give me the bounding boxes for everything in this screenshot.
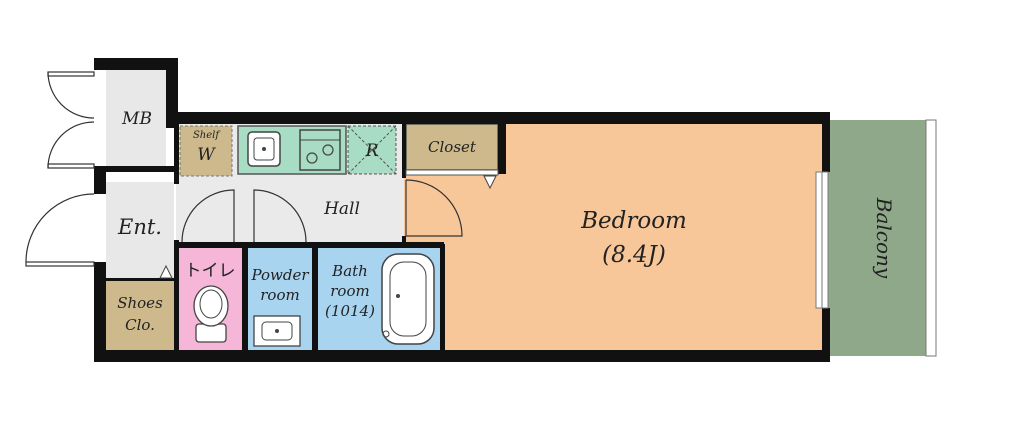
toilet-label: トイレ [185,261,236,281]
hall-label: Hall [323,199,360,219]
shelf-area [179,125,233,177]
closet-door-strip [405,169,499,176]
walls [94,58,830,362]
stove-burner-a [306,152,318,164]
shoes-closet-label: Shoes [117,294,163,312]
stove-icon [299,129,341,171]
closet-label: Closet [428,138,477,156]
shoes-closet-label-2: Clo. [125,316,155,334]
bathroom-size-label: (1014) [325,302,375,320]
bathroom-label: Bath [331,262,368,280]
toilet-tank-icon [195,323,227,343]
refrigerator-label: R [365,141,379,161]
balcony-area [828,120,926,356]
stove-burner-b [322,144,334,156]
bathtub-drain [396,294,400,298]
shelf-label-main: W [197,145,216,165]
shower-head-icon [382,330,390,338]
refrigerator-cross-a [347,125,397,175]
balcony-rail [925,119,937,357]
washbasin-bowl [261,321,293,341]
doors [25,71,463,267]
toilet-seat [199,289,223,319]
closet-door-marker [483,175,497,190]
shoes-closet-area [106,280,174,350]
entrance-area [106,182,174,278]
mb-label: MB [121,109,152,129]
kitchen-sink-drain [262,147,266,151]
bathtub-inner [389,261,427,337]
bedroom-size-label: (8.4J) [602,242,666,268]
refrigerator-cross-b [347,125,397,175]
balcony-label: Balcony [872,197,896,279]
bathtub-icon [381,253,435,345]
entrance-step-marker [159,264,173,279]
shelf-label-top: Shelf [193,130,221,141]
bathroom-label-2: room [330,282,369,300]
toilet-bowl-icon [193,285,229,327]
bedroom-label: Bedroom [580,208,687,234]
powder-room-label-2: room [260,286,299,304]
kitchen-sink-basin [253,137,275,161]
mb-area [106,70,166,168]
washbasin-drain [275,329,279,333]
powder-room-label: Powder [250,266,309,284]
entrance-label: Ent. [117,215,162,239]
